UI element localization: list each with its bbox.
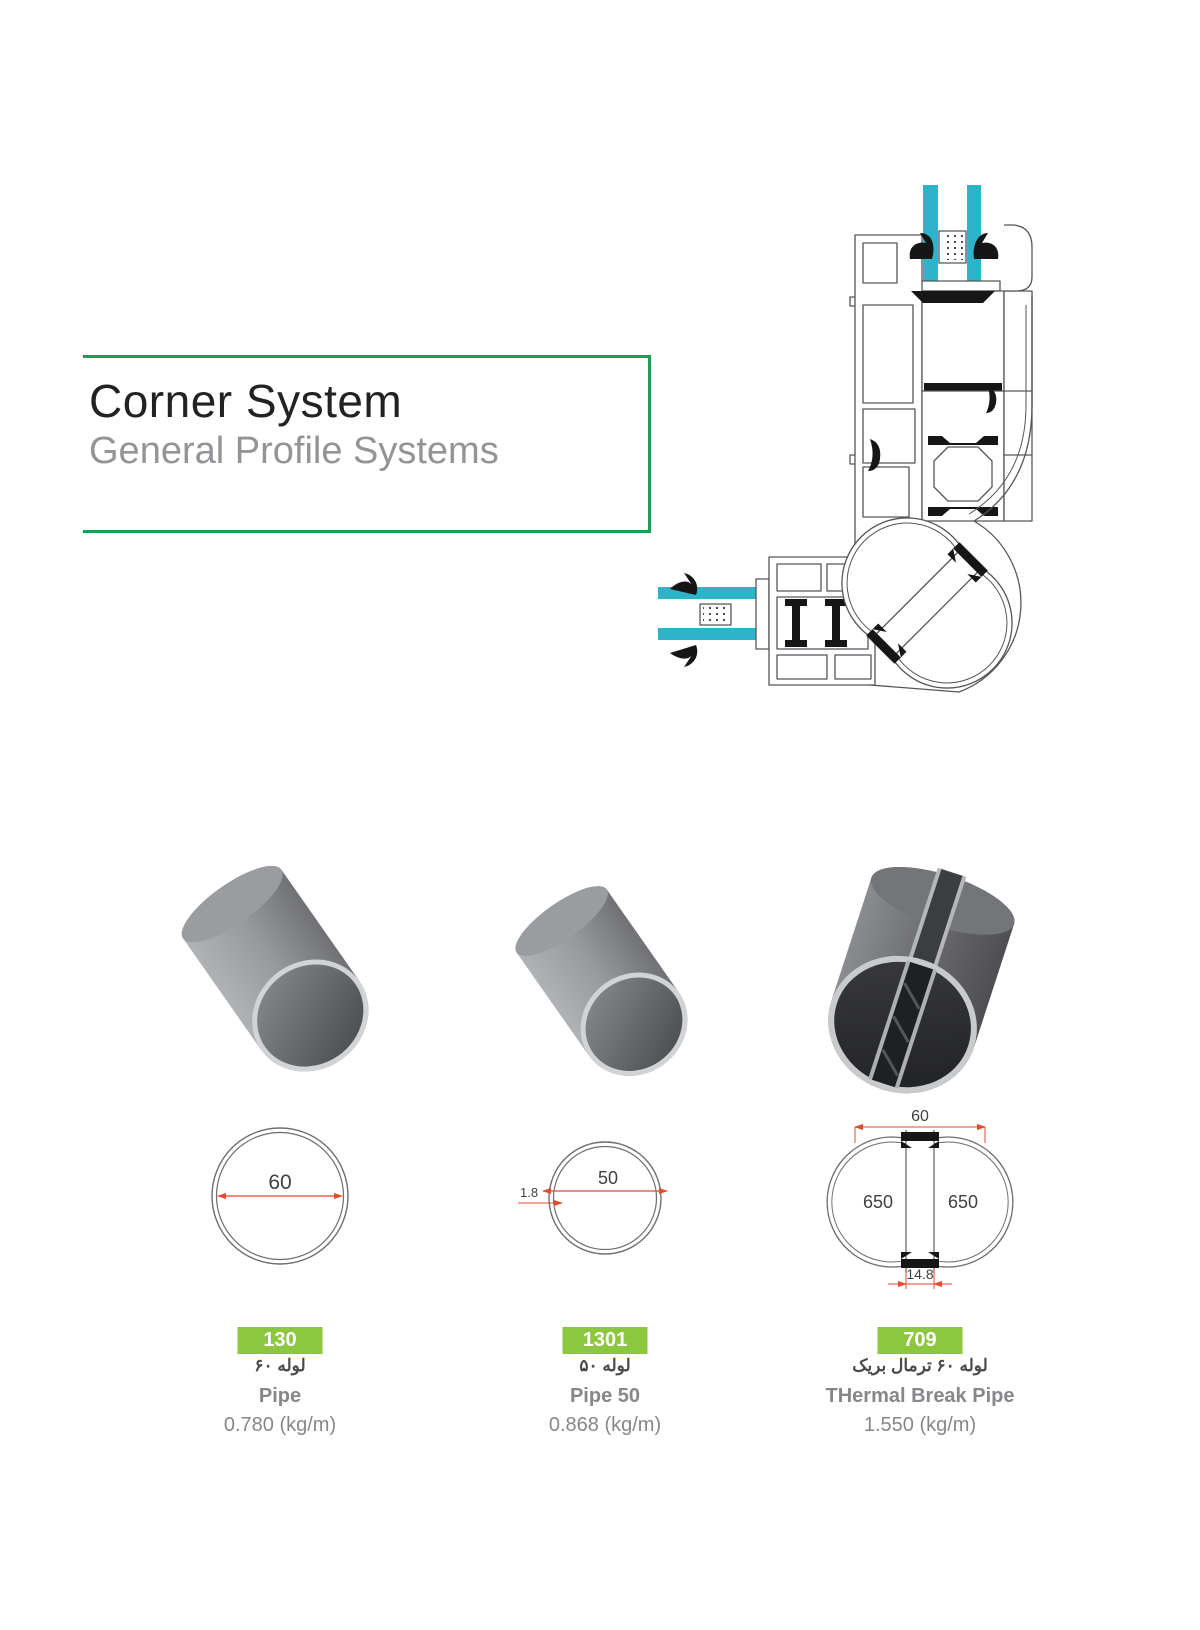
- gasket-seals: [670, 233, 999, 667]
- page-subtitle: General Profile Systems: [89, 430, 499, 472]
- product-code-badge: 1301: [562, 1327, 648, 1354]
- svg-text:1.8: 1.8: [520, 1185, 538, 1200]
- corner-pipe: [841, 517, 1013, 689]
- product-name-english: Pipe 50: [569, 1385, 641, 1407]
- title-box: Corner System General Profile Systems: [83, 355, 651, 533]
- vertical-frame: [849, 224, 1033, 693]
- corner-assembly-drawing: [658, 185, 1033, 693]
- product-name-persian: لوله ۶۰: [254, 1356, 306, 1375]
- pipe-50-render: [515, 886, 688, 1076]
- svg-text:60: 60: [911, 1108, 929, 1125]
- product-weight: 0.780 (kg/m): [223, 1414, 337, 1436]
- product-column-130: 60 130 لوله ۶۰ Pipe 0.780 (kg/m): [115, 820, 445, 1540]
- product-weight: 0.868 (kg/m): [548, 1414, 662, 1436]
- svg-text:14.8: 14.8: [906, 1266, 933, 1282]
- product-name-persian: لوله ۵۰: [579, 1356, 631, 1375]
- pipe-60-dimension-diagram: 60: [211, 1127, 349, 1265]
- product-code-badge: 130: [237, 1327, 323, 1354]
- pipe-50-dimension-diagram: 50 1.8: [518, 1141, 668, 1255]
- pipe-60-render: [181, 865, 369, 1072]
- product-code-badge: 709: [877, 1327, 963, 1354]
- svg-text:50: 50: [598, 1168, 618, 1188]
- thermal-break-pipe-render: [828, 867, 1015, 1094]
- product-weight: 1.550 (kg/m): [863, 1414, 977, 1436]
- product-column-709: 650 650 60 14.8 709 لوله ۶۰ ترمال بریک T…: [755, 820, 1085, 1540]
- horizontal-glass-panes: [658, 578, 770, 650]
- product-name-english: Pipe: [258, 1385, 302, 1407]
- product-column-1301: 50 1.8 1301 لوله ۵۰ Pipe 50 0.868 (kg/m): [440, 820, 770, 1540]
- svg-text:650: 650: [948, 1192, 978, 1212]
- product-name-english: THermal Break Pipe: [825, 1385, 1015, 1407]
- page-title: Corner System: [89, 375, 403, 427]
- product-name-persian: لوله ۶۰ ترمال بریک: [852, 1356, 988, 1375]
- thermal-break-pipe-dimension-diagram: 650 650 60 14.8: [826, 1108, 1014, 1289]
- svg-text:60: 60: [268, 1171, 291, 1194]
- svg-text:650: 650: [863, 1192, 893, 1212]
